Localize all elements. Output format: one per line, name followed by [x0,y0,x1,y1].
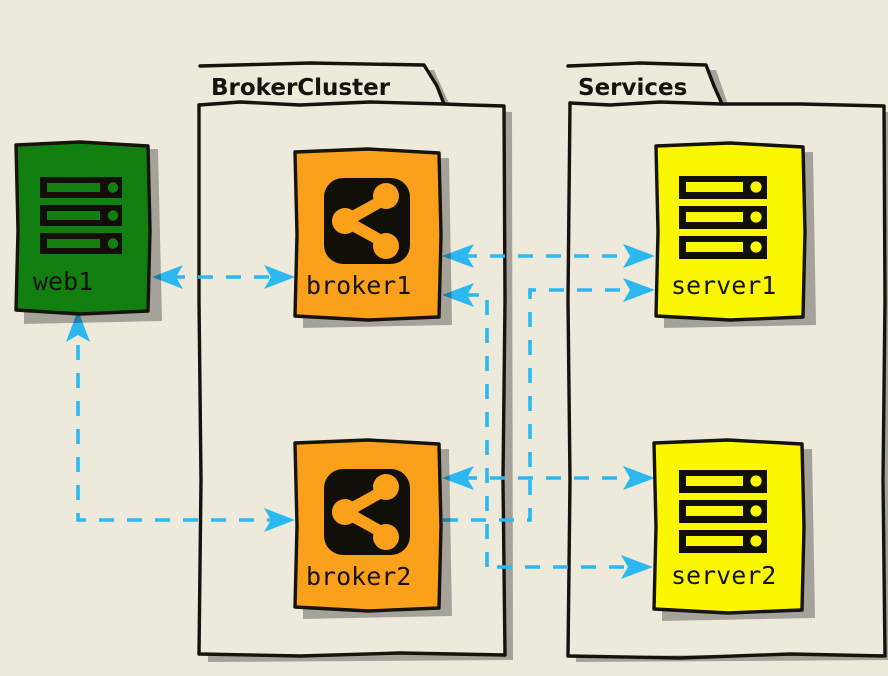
edge-web1-broker1[interactable] [152,265,295,289]
share-network-icon [324,178,410,264]
node-broker2[interactable]: broker2 [293,438,452,619]
edge-broker2-web1[interactable] [66,310,295,532]
edge-broker1-server1[interactable] [442,244,655,268]
share-network-icon [324,469,410,555]
edge-server2-broker1[interactable] [442,283,489,567]
node-broker1[interactable]: broker1 [293,147,452,328]
server-rack-icon-inner [686,181,762,253]
node-label-server1: server1 [671,271,776,300]
group-label-brokercluster: BrokerCluster [211,75,391,101]
edge-broker2-server2[interactable] [442,466,655,579]
server-rack-icon-inner [686,475,762,547]
node-label-server2: server2 [671,561,776,590]
node-server1[interactable]: server1 [654,141,816,328]
node-web1[interactable]: web1 [14,140,162,324]
node-server2[interactable]: server2 [652,438,815,621]
node-label-broker1: broker1 [306,271,411,300]
group-label-services: Services [578,75,687,101]
server-rack-icon-inner [47,182,119,249]
node-label-broker2: broker2 [306,562,411,591]
node-label-web1: web1 [33,267,93,296]
edge-broker2-server1[interactable] [443,278,655,522]
